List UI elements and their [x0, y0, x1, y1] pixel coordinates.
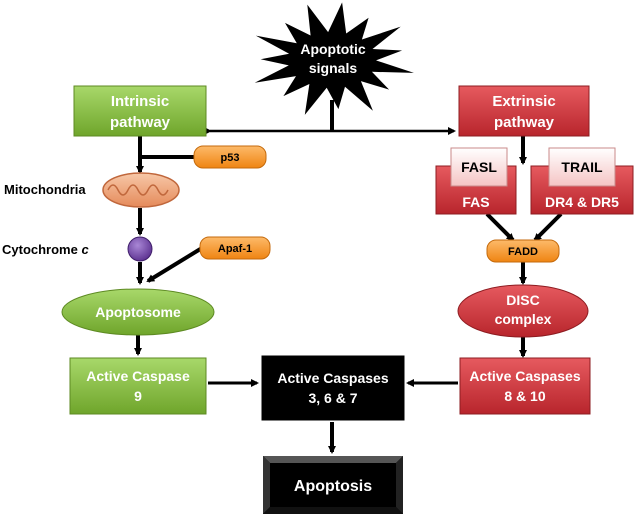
cytochrome-c-molecule-icon [127, 236, 153, 262]
cytochrome-c-node: Cytochrome c [2, 236, 153, 262]
connectors [134, 100, 563, 454]
apoptosis-node: Apoptosis [263, 456, 403, 514]
cytochrome-label: Cytochrome c [2, 242, 89, 257]
extrinsic-label-line2: pathway [494, 114, 555, 131]
extrinsic-label-line1: Extrinsic [492, 93, 555, 110]
disc-label-line1: DISC [506, 292, 539, 308]
disc-label-line2: complex [495, 311, 552, 327]
caspase9-label-line1: Active Caspase [86, 368, 190, 384]
mitochondria-icon [102, 172, 180, 208]
active-caspases-3-6-7-node: Active Caspases 3, 6 & 7 [261, 355, 405, 421]
cytochrome-text: Cytochrome [2, 242, 81, 257]
intrinsic-label-line1: Intrinsic [111, 93, 169, 110]
disc-complex-node: DISC complex [457, 284, 589, 338]
cytochrome-italic: c [81, 242, 89, 257]
apaf1-label: Apaf-1 [218, 243, 252, 255]
fadd-label: FADD [508, 246, 538, 258]
apoptosis-label: Apoptosis [294, 478, 372, 495]
dr-to-fadd-arrow [533, 212, 563, 242]
p53-label: p53 [221, 152, 240, 164]
p53-node: p53 [193, 145, 267, 169]
apaf1-to-apoptosome-arrow [146, 246, 204, 283]
fas-to-fadd-arrow [485, 212, 515, 242]
caspase367-label-line1: Active Caspases [277, 370, 389, 386]
apoptotic-signals-burst-icon [254, 2, 414, 115]
caspase9-label-line2: 9 [134, 388, 142, 404]
mitochondria-label: Mitochondria [4, 182, 86, 197]
trail-label: TRAIL [561, 159, 603, 175]
signals-label-line2: signals [309, 60, 357, 76]
dr-label: DR4 & DR5 [545, 194, 619, 210]
active-caspase-9-node: Active Caspase 9 [69, 357, 207, 415]
apoptosome-label: Apoptosome [95, 304, 181, 320]
fadd-node: FADD [486, 239, 560, 263]
mitochondria-node: Mitochondria [4, 172, 180, 208]
extrinsic-pathway-node: Extrinsic pathway [458, 85, 590, 137]
intrinsic-pathway-node: Intrinsic pathway [73, 85, 207, 137]
fasl-label: FASL [461, 159, 497, 175]
intrinsic-label-line2: pathway [110, 114, 171, 131]
apoptotic-signals-node: Apoptotic signals [254, 2, 414, 115]
signals-label-line1: Apoptotic [300, 41, 366, 57]
trail-ligand-node: TRAIL [548, 147, 616, 187]
apoptosome-node: Apoptosome [61, 288, 215, 336]
caspase810-label-line2: 8 & 10 [504, 388, 545, 404]
active-caspases-8-10-node: Active Caspases 8 & 10 [459, 357, 591, 415]
fasl-ligand-node: FASL [450, 147, 508, 187]
fas-label: FAS [462, 194, 489, 210]
apaf1-node: Apaf-1 [199, 236, 271, 260]
caspase367-label-line2: 3, 6 & 7 [308, 390, 357, 406]
caspase810-label-line1: Active Caspases [469, 368, 581, 384]
